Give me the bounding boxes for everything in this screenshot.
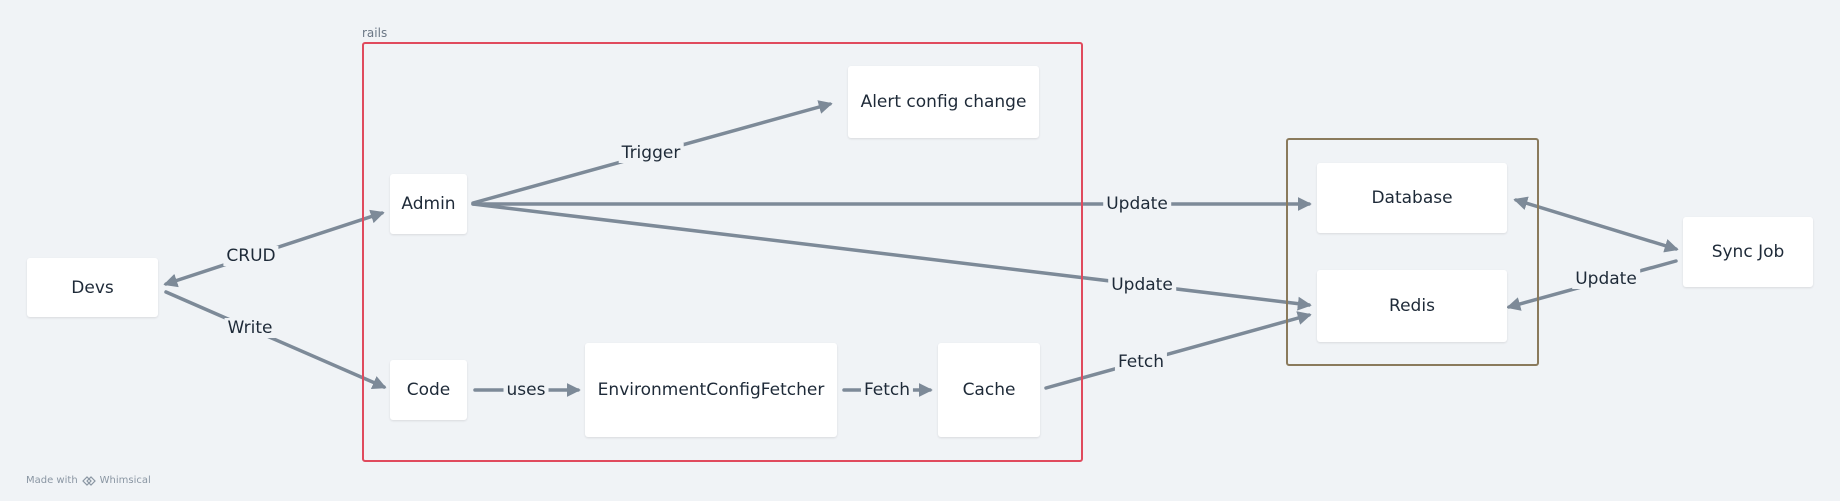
edge-devs-code — [164, 290, 387, 389]
edge-label-write: Write — [224, 318, 276, 338]
node-cache[interactable]: Cache — [938, 343, 1040, 437]
node-environment-config-fetcher[interactable]: EnvironmentConfigFetcher — [585, 343, 837, 437]
node-admin[interactable]: Admin — [390, 174, 467, 234]
watermark-prefix: Made with — [26, 475, 78, 486]
node-sync-job[interactable]: Sync Job — [1683, 217, 1813, 287]
edge-label-uses: uses — [503, 380, 549, 400]
edge-cache-redis — [1044, 311, 1312, 390]
node-redis[interactable]: Redis — [1317, 270, 1507, 342]
edge-label-update-database: Update — [1103, 194, 1171, 214]
edge-label-fetch-cache: Fetch — [860, 380, 914, 400]
edge-label-fetch-redis: Fetch — [1114, 352, 1168, 372]
edge-sync-database — [1513, 196, 1679, 253]
node-alert-config-change[interactable]: Alert config change — [848, 66, 1039, 138]
node-database[interactable]: Database — [1317, 163, 1507, 233]
node-code[interactable]: Code — [390, 360, 467, 420]
datastore-frame — [1286, 138, 1539, 366]
node-devs[interactable]: Devs — [27, 258, 158, 317]
watermark: Made with Whimsical — [26, 475, 151, 486]
edge-label-update-redis: Update — [1108, 275, 1176, 295]
rails-frame-title: rails — [362, 26, 388, 40]
whimsical-logo-icon — [81, 475, 96, 486]
edge-label-trigger: Trigger — [618, 143, 684, 163]
edge-label-crud: CRUD — [223, 246, 279, 266]
edge-label-sync-update: Update — [1572, 269, 1640, 289]
watermark-brand: Whimsical — [99, 475, 151, 486]
rails-frame — [362, 42, 1083, 462]
